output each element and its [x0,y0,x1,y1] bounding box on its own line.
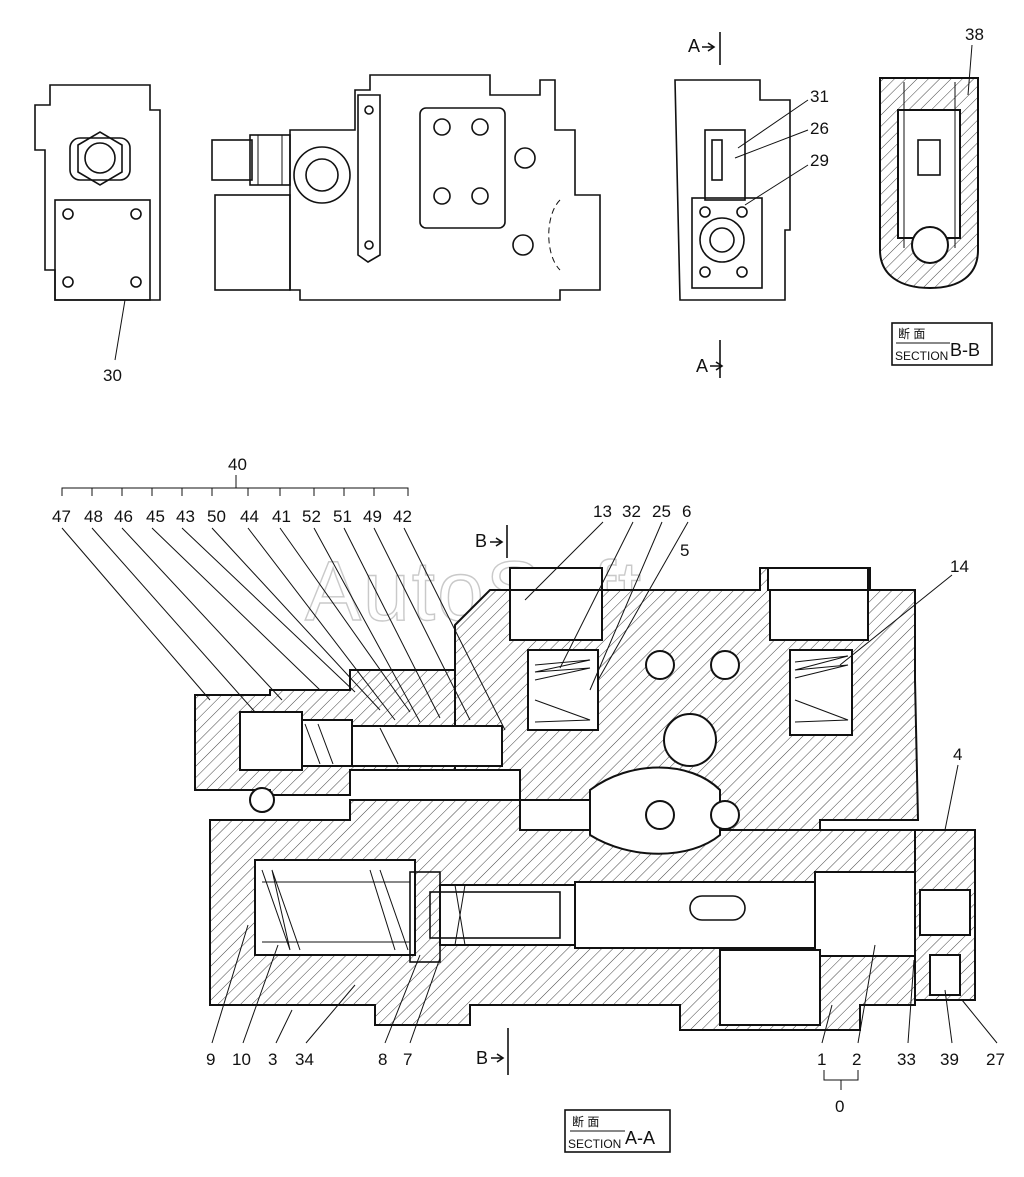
callout-39: 39 [940,1050,959,1069]
callout-33: 33 [897,1050,916,1069]
callout-41: 41 [272,507,291,526]
callout-25: 25 [652,502,671,521]
section-mark-a-bottom: A [696,356,708,376]
callout-5: 5 [680,541,689,560]
svg-text:断 面: 断 面 [898,326,925,341]
callout-45: 45 [146,507,165,526]
leader-lines-bottom [211,924,998,1044]
svg-text:SECTION: SECTION [568,1137,621,1151]
callout-27: 27 [986,1050,1005,1069]
callout-40: 40 [228,455,247,474]
callout-3: 3 [268,1050,277,1069]
callout-49: 49 [363,507,382,526]
section-title-b-b: 断 面 SECTION B-B [891,322,993,366]
callout-14: 14 [950,557,969,576]
callout-43: 43 [176,507,195,526]
callout-52: 52 [302,507,321,526]
section-mark-b-top: B [475,531,487,551]
svg-text:SECTION: SECTION [895,349,948,363]
svg-text:B-B: B-B [950,340,980,360]
callout-8: 8 [378,1050,387,1069]
callout-30: 30 [103,366,122,385]
callout-0: 0 [835,1097,844,1116]
callout-47: 47 [52,507,71,526]
callout-50: 50 [207,507,226,526]
callout-34: 34 [295,1050,314,1069]
callout-38: 38 [965,25,984,44]
callout-26: 26 [810,119,829,138]
callout-9: 9 [206,1050,215,1069]
callout-31: 31 [810,87,829,106]
callout-32: 32 [622,502,641,521]
left-end-view [34,84,161,361]
callout-1: 1 [817,1050,826,1069]
section-title-a-a: 断 面 SECTION A-A [564,1109,671,1153]
callout-46: 46 [114,507,133,526]
section-a-a-view [194,567,976,1031]
callout-29: 29 [810,151,829,170]
callout-4: 4 [953,745,962,764]
callout-42: 42 [393,507,412,526]
svg-text:断 面: 断 面 [572,1114,599,1129]
front-view [211,74,601,301]
callout-10: 10 [232,1050,251,1069]
section-b-b-view [879,44,979,290]
callout-13: 13 [593,502,612,521]
callout-44: 44 [240,507,259,526]
callout-51: 51 [333,507,352,526]
callout-48: 48 [84,507,103,526]
callout-2: 2 [852,1050,861,1069]
leader-lines-top [61,521,959,831]
section-mark-a-top: A [688,36,700,56]
callout-6: 6 [682,502,691,521]
svg-text:A-A: A-A [625,1128,655,1148]
section-mark-b-bottom: B [476,1048,488,1068]
side-view [674,32,809,378]
callout-7: 7 [403,1050,412,1069]
